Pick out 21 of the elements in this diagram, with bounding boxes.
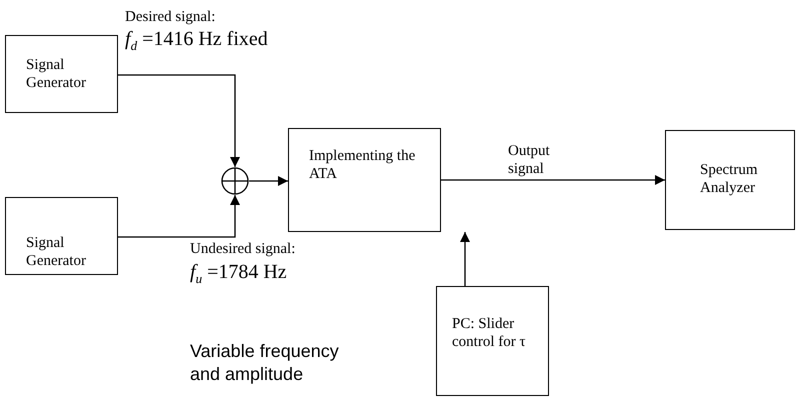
- node-text: Signal Generator: [26, 234, 87, 270]
- generator-box: [5, 197, 118, 275]
- node-text: Spectrum Analyzer: [700, 161, 758, 197]
- arrow: [118, 74, 240, 167]
- annotation-text: Undesired signal:: [190, 240, 296, 258]
- arrow: [460, 232, 470, 286]
- annotation-text: Variable frequency and amplitude: [190, 340, 340, 386]
- generator-box: [5, 35, 118, 113]
- arrow: [249, 176, 288, 186]
- annotation-text: f$_{d}$ =1416 Hz fixed: [125, 27, 268, 54]
- node-text: Implementing the ATA: [309, 147, 416, 183]
- annotation-text: f$_{u}$ =1784 Hz: [190, 260, 287, 287]
- annotation-text: Desired signal:: [125, 8, 216, 26]
- processor-box: [288, 128, 441, 232]
- arrow: [441, 175, 665, 185]
- node-text: Signal Generator: [26, 56, 87, 92]
- pc-box: [436, 286, 549, 396]
- summing-junction: [221, 167, 249, 195]
- arrow: [118, 195, 240, 238]
- node-text: PC: Slider control for τ: [452, 315, 527, 351]
- analyzer-box: [665, 130, 795, 230]
